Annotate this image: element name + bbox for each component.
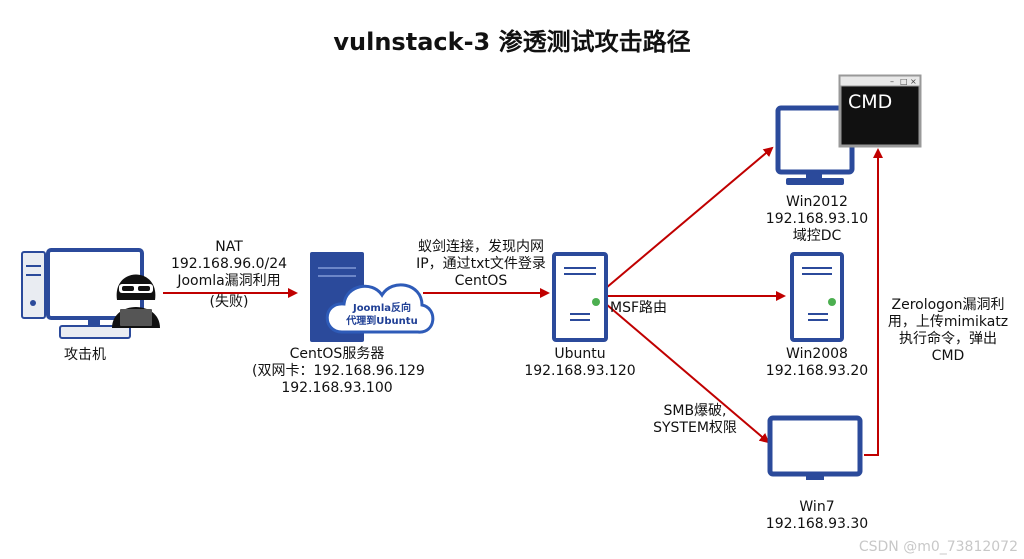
win2008-label: Win2008 192.168.93.20 xyxy=(757,346,877,380)
cloud-label-line: 代理到Ubuntu xyxy=(346,316,418,327)
centos-label-line: 192.168.93.100 xyxy=(281,380,393,396)
win7-monitor-icon xyxy=(767,415,863,480)
cloud-icon xyxy=(325,283,435,334)
edge-label-line: (失败) xyxy=(209,294,249,310)
edge-label-centos-ubuntu: 蚁剑连接，发现内网 IP，通过txt文件登录 CentOS xyxy=(406,239,556,290)
hacker-icon xyxy=(112,274,160,328)
edge-label-ubuntu-win2008: MSF路由 xyxy=(610,300,690,317)
win2008-label-line: 192.168.93.20 xyxy=(765,363,869,379)
win2008-server-icon xyxy=(790,252,844,342)
ubuntu-label-line: 192.168.93.120 xyxy=(524,363,636,379)
edge-label-line: MSF路由 xyxy=(610,300,668,316)
edge-label-line: 192.168.96.0/24 xyxy=(170,256,288,272)
edge-label-attacker-centos: NAT 192.168.96.0/24 Joomla漏洞利用 (失败) xyxy=(165,239,293,311)
win2012-label-line: 192.168.93.10 xyxy=(765,211,869,227)
edge-label-ubuntu-win7: SMB爆破, SYSTEM权限 xyxy=(640,403,750,437)
edge-ubuntu-win7 xyxy=(605,303,770,444)
edge-label-line: Joomla漏洞利用 xyxy=(177,273,281,289)
centos-label-line: (双网卡：192.168.96.129 xyxy=(252,363,425,379)
attacker-label-line: 攻击机 xyxy=(64,347,106,363)
watermark: CSDN @m0_73812072 xyxy=(858,539,1018,555)
edge-ubuntu-win2012 xyxy=(605,146,774,289)
edge-label-line: 执行命令，弹出 xyxy=(899,331,997,347)
edge-label-line: CMD xyxy=(931,348,965,364)
attacker-label: 攻击机 xyxy=(45,347,125,364)
ubuntu-label-line: Ubuntu xyxy=(554,346,606,362)
diagram-title: vulnstack-3 渗透测试攻击路径 xyxy=(333,28,691,56)
edge-label-line: CentOS xyxy=(454,273,508,289)
edge-label-line: IP，通过txt文件登录 xyxy=(416,256,546,272)
win2012-label-line: Win2012 xyxy=(786,194,848,210)
win2012-label: Win2012 192.168.93.10 域控DC xyxy=(757,194,877,245)
cmd-window-icon: – □ × xyxy=(838,74,922,148)
win7-label-line: 192.168.93.30 xyxy=(765,516,869,532)
win7-label: Win7 192.168.93.30 xyxy=(757,499,877,533)
svg-text:–: – xyxy=(890,77,894,86)
win2012-label-line: 域控DC xyxy=(792,228,842,244)
ubuntu-server-icon xyxy=(552,252,608,342)
edge-label-win7-cmd: Zerologon漏洞利 用，上传mimikatz 执行命令，弹出 CMD xyxy=(878,297,1018,365)
cloud-label-line: Joomla反向 xyxy=(352,303,412,314)
edge-label-line: Zerologon漏洞利 xyxy=(891,297,1005,313)
edge-label-line: NAT xyxy=(215,239,243,255)
centos-label-line: CentOS服务器 xyxy=(289,346,385,362)
svg-text:□: □ xyxy=(900,77,908,86)
win7-label-line: Win7 xyxy=(799,499,835,515)
svg-text:×: × xyxy=(910,77,917,86)
cloud-label: Joomla反向 代理到Ubuntu xyxy=(340,302,424,328)
edge-label-line: 蚁剑连接，发现内网 xyxy=(418,239,544,255)
cmd-label: CMD xyxy=(848,91,893,113)
edge-win7-cmd xyxy=(864,148,883,456)
edge-label-line: SYSTEM权限 xyxy=(653,420,737,436)
attacker-workstation-icon xyxy=(21,248,144,339)
edge-label-line: SMB爆破, xyxy=(663,403,727,419)
edge-label-line: 用，上传mimikatz xyxy=(887,314,1009,330)
win2008-label-line: Win2008 xyxy=(786,346,848,362)
ubuntu-label: Ubuntu 192.168.93.120 xyxy=(520,346,640,380)
centos-label: CentOS服务器 (双网卡：192.168.96.129 192.168.93… xyxy=(252,346,425,397)
